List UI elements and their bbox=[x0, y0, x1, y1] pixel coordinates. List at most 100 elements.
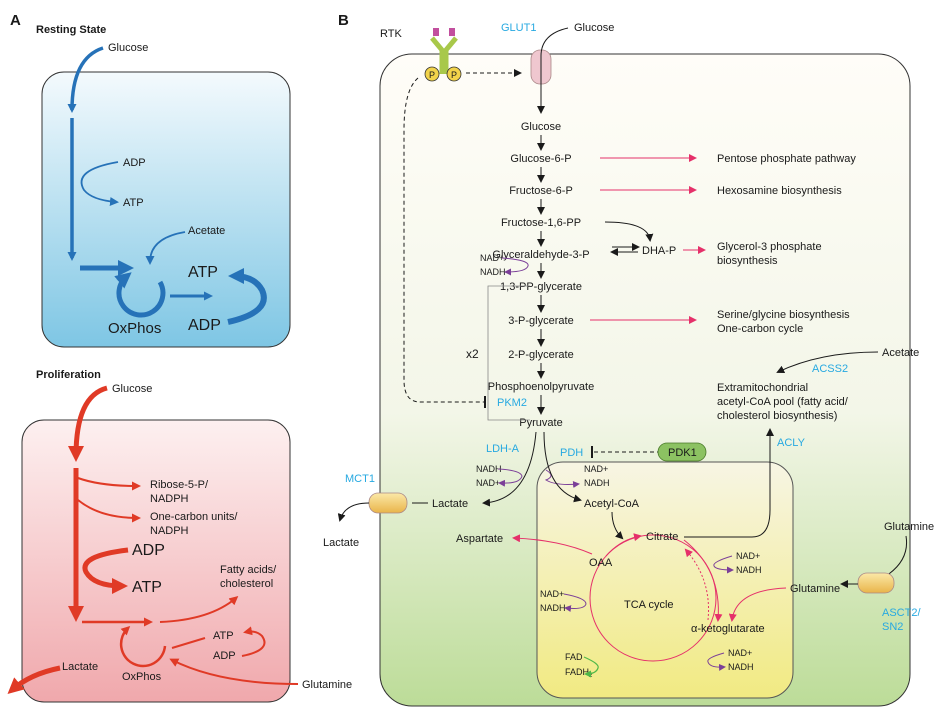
resting-oxphos: OxPhos bbox=[108, 320, 161, 337]
tca-fad: FAD bbox=[565, 652, 583, 662]
tca-fadh2: FADH2 bbox=[565, 667, 593, 679]
mct1-label: MCT1 bbox=[345, 473, 375, 485]
glycolysis-pathway: GlucoseGlucose-6-PFructose-6-PFructose-1… bbox=[488, 121, 594, 429]
oaa-to-aspartate-arrow bbox=[512, 534, 593, 555]
acetylcoa-label: Acetyl-CoA bbox=[584, 498, 640, 510]
pdh-label: PDH bbox=[560, 447, 583, 459]
resting-atp-small: ATP bbox=[123, 197, 144, 209]
ppp-label: Pentose phosphate pathway bbox=[717, 153, 856, 165]
prolif-adp-atp-arrow bbox=[82, 547, 129, 594]
pdh-nad-arrow bbox=[544, 469, 580, 488]
resting-adp-big: ADP bbox=[188, 317, 221, 334]
extramito-1: Extramitochondrial bbox=[717, 382, 808, 394]
prolif-oxphos-to-atp bbox=[171, 637, 206, 649]
acetate-arrow bbox=[776, 351, 879, 374]
ldha-nad-arrow bbox=[497, 468, 523, 487]
glycerol-label-1: Glycerol-3 phosphate bbox=[717, 241, 822, 253]
panel-a-label: A bbox=[10, 12, 21, 29]
pdh-nadh: NADH bbox=[584, 478, 610, 488]
oaa-label: OAA bbox=[589, 557, 613, 569]
gapdh-nadh: NADH bbox=[480, 267, 506, 277]
pathway-metabolite: Pyruvate bbox=[519, 417, 562, 429]
pathway-metabolite: 1,3-PP-glycerate bbox=[500, 281, 582, 293]
prolif-glutamine-arrow bbox=[169, 658, 299, 685]
acly-label: ACLY bbox=[777, 437, 806, 449]
pdh-nad: NAD+ bbox=[584, 464, 608, 474]
tca-cycle-ring bbox=[589, 534, 717, 662]
prolif-title: Proliferation bbox=[36, 369, 101, 381]
prolif-fatty-2: cholesterol bbox=[220, 578, 273, 590]
pdk1-box bbox=[657, 442, 707, 462]
tca-nad-arrow-2 bbox=[707, 652, 726, 671]
citrate-label: Citrate bbox=[646, 531, 678, 543]
rtk-to-pkm2-dashed bbox=[403, 77, 484, 403]
prolif-ribose-1: Ribose-5-P/ bbox=[150, 479, 209, 491]
oaa-to-citrate-arrow bbox=[605, 533, 642, 557]
acetylcoa-to-citrate-arrow bbox=[611, 511, 624, 540]
resting-oxphos-cycle bbox=[114, 272, 166, 318]
prolif-oxphos-cycle bbox=[119, 625, 167, 668]
glutamine-in-label: Glutamine bbox=[790, 583, 840, 595]
mitochondrion bbox=[536, 461, 794, 699]
ldha-label: LDH-A bbox=[486, 443, 520, 455]
glucose-entry-arrow bbox=[537, 27, 569, 114]
prolif-glucose: Glucose bbox=[112, 383, 152, 395]
glutamine-out-label: Glutamine bbox=[884, 521, 934, 533]
prolif-adp-small: ADP bbox=[213, 650, 236, 662]
serine-label-2: One-carbon cycle bbox=[717, 323, 803, 335]
pathway-metabolite: Phosphoenolpyruvate bbox=[488, 381, 594, 393]
prolif-fatty-1: Fatty acids/ bbox=[220, 564, 277, 576]
pdk1-label: PDK1 bbox=[668, 447, 697, 459]
pathway-metabolite: Glucose-6-P bbox=[510, 153, 571, 165]
resting-acetate: Acetate bbox=[188, 225, 225, 237]
phospho-p-right-label: P bbox=[451, 70, 457, 80]
pathway-metabolite: Glyceraldehyde-3-P bbox=[492, 249, 589, 261]
prolif-oxphos: OxPhos bbox=[122, 671, 162, 683]
pyruvate-to-acetylcoa-arrow bbox=[543, 431, 582, 503]
resting-adp-atp-arrow bbox=[80, 161, 119, 206]
tca-label: TCA cycle bbox=[624, 599, 674, 611]
prolif-lactate-arrow bbox=[7, 665, 61, 694]
acss2-label: ACSS2 bbox=[812, 363, 848, 375]
dhap-label: DHA-P bbox=[642, 245, 676, 257]
panel-b-label: B bbox=[338, 12, 349, 29]
tca-nadh-1: NADH bbox=[736, 565, 762, 575]
pathway-metabolite: Glucose bbox=[521, 121, 561, 133]
citrate-to-akg-arrow bbox=[683, 539, 723, 622]
gapdh-nad: NAD+ bbox=[480, 253, 504, 263]
prolif-cell bbox=[21, 419, 291, 703]
gapdh-nad-arrow bbox=[501, 257, 529, 276]
asct2-transporter bbox=[857, 572, 895, 594]
resting-adp-small: ADP bbox=[123, 157, 146, 169]
pkm2-label: PKM2 bbox=[497, 397, 527, 409]
prolif-ribose-2: NADPH bbox=[150, 493, 189, 505]
lactate-in-label: Lactate bbox=[432, 498, 468, 510]
phospho-p-left bbox=[424, 66, 440, 82]
acetate-label: Acetate bbox=[882, 347, 919, 359]
tca-nad-3: NAD+ bbox=[540, 589, 564, 599]
extramito-2: acetyl-CoA pool (fatty acid/ bbox=[717, 396, 849, 408]
resting-atp-big: ATP bbox=[188, 264, 218, 281]
hexosamine-label: Hexosamine biosynthesis bbox=[717, 185, 842, 197]
prolif-adp: ADP bbox=[132, 542, 165, 559]
mct1-transporter bbox=[368, 492, 408, 514]
prolif-atp: ATP bbox=[132, 579, 162, 596]
glycerol-label-2: biosynthesis bbox=[717, 255, 778, 267]
fructose-to-dhap-arrow bbox=[604, 221, 654, 242]
prolif-glucose-arrow bbox=[68, 385, 108, 462]
tca-nad-2: NAD+ bbox=[728, 648, 752, 658]
prolif-atp-small: ATP bbox=[213, 630, 234, 642]
prolif-ribose-arrow bbox=[77, 477, 141, 491]
phospho-p-right bbox=[446, 66, 462, 82]
resting-adp-atp-cycle bbox=[227, 268, 267, 325]
tca-nadh-3: NADH bbox=[540, 603, 566, 613]
ldha-nadh: NADH bbox=[476, 464, 502, 474]
x2-label: x2 bbox=[466, 347, 479, 361]
extramito-3: cholesterol biosynthesis) bbox=[717, 410, 837, 422]
ldha-nad: NAD+ bbox=[476, 478, 500, 488]
akg-to-citrate-dotted bbox=[684, 548, 710, 621]
prolif-fatty-arrow bbox=[159, 596, 239, 623]
prolif-onecarbon-arrow bbox=[77, 499, 141, 523]
resting-glucose-arrow bbox=[67, 46, 104, 113]
